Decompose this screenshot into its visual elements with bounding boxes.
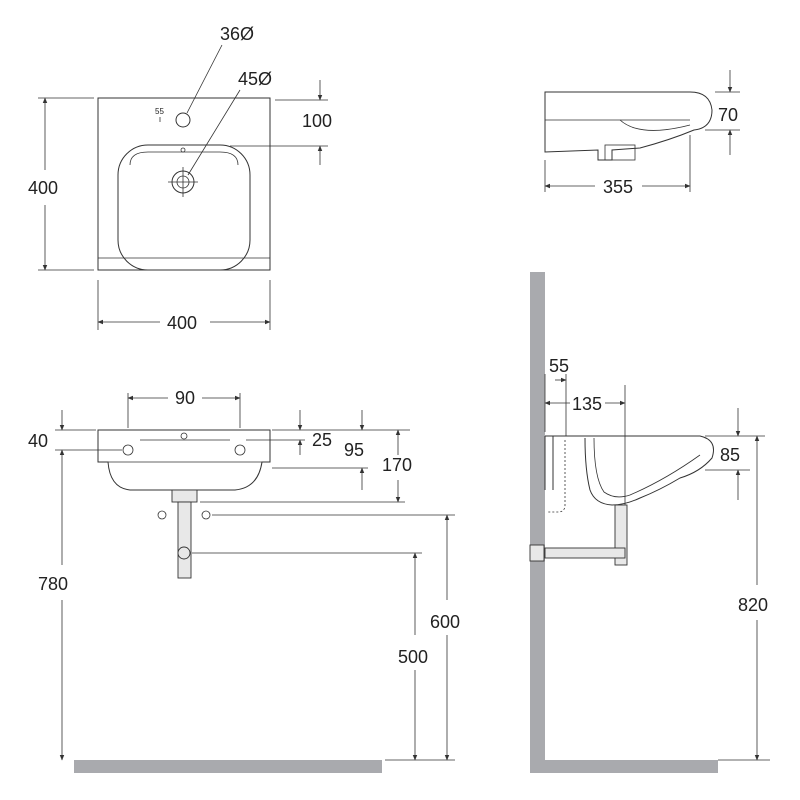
top-view-bowl bbox=[117, 144, 251, 271]
tap-offset-label: 55 bbox=[155, 107, 164, 116]
section-floor bbox=[530, 760, 718, 773]
front-d95-label: 95 bbox=[344, 440, 364, 460]
overflow-hole bbox=[180, 147, 186, 153]
front-trap-pipe bbox=[177, 501, 192, 579]
front-d170-label: 170 bbox=[382, 455, 412, 475]
front-mounting-hole-right bbox=[234, 444, 246, 456]
section-d55-label: 55 bbox=[549, 356, 569, 376]
section-trap-horizontal bbox=[544, 547, 626, 559]
section-wall bbox=[530, 272, 545, 772]
front-trap-joint bbox=[177, 546, 191, 560]
front-h600-label: 600 bbox=[430, 612, 460, 632]
front-floor bbox=[74, 760, 382, 773]
front-valve-right-icon bbox=[201, 510, 211, 520]
hole-distance-label: 100 bbox=[302, 111, 332, 131]
section-basin-inner bbox=[593, 437, 701, 498]
top-view: 55 36Ø 45Ø 100 400 400 bbox=[28, 24, 332, 333]
section-overflow-channel bbox=[548, 440, 566, 513]
section-d85-label: 85 bbox=[720, 445, 740, 465]
side-view-outline bbox=[544, 91, 713, 161]
front-mounting-hole-left bbox=[122, 444, 134, 456]
side-view-bowl-curve bbox=[619, 119, 691, 131]
front-top-label: 40 bbox=[28, 431, 48, 451]
side-view-drain bbox=[604, 144, 636, 161]
section-wall-flange bbox=[529, 544, 545, 562]
drain-leader bbox=[187, 89, 241, 176]
side-height-label: 70 bbox=[718, 105, 738, 125]
front-valve-left-icon bbox=[157, 510, 167, 520]
section-basin-outline bbox=[545, 435, 714, 506]
front-tap-hole bbox=[180, 432, 188, 440]
top-view-bowl-inner bbox=[129, 151, 239, 166]
side-length-label: 355 bbox=[603, 177, 633, 197]
front-d25-label: 25 bbox=[312, 430, 332, 450]
front-view: 90 40 25 95 170 780 600 500 bbox=[28, 388, 460, 773]
section-h820-label: 820 bbox=[738, 595, 768, 615]
front-basin-outline bbox=[97, 429, 271, 491]
front-drain-body bbox=[171, 489, 198, 503]
drain-label: 45Ø bbox=[238, 69, 272, 89]
tap-hole-leader bbox=[186, 44, 223, 114]
depth-label: 400 bbox=[28, 178, 58, 198]
front-spacing-label: 90 bbox=[175, 388, 195, 408]
width-label: 400 bbox=[167, 313, 197, 333]
tap-hole-label: 36Ø bbox=[220, 24, 254, 44]
section-view: 55 135 85 820 bbox=[529, 272, 770, 773]
section-d135-label: 135 bbox=[572, 394, 602, 414]
tap-hole-circle bbox=[175, 112, 191, 128]
side-view: 70 355 bbox=[544, 70, 740, 197]
top-view-outer-outline bbox=[97, 97, 271, 271]
front-h500-label: 500 bbox=[398, 647, 428, 667]
section-bracket bbox=[544, 436, 554, 490]
front-h780-label: 780 bbox=[38, 574, 68, 594]
